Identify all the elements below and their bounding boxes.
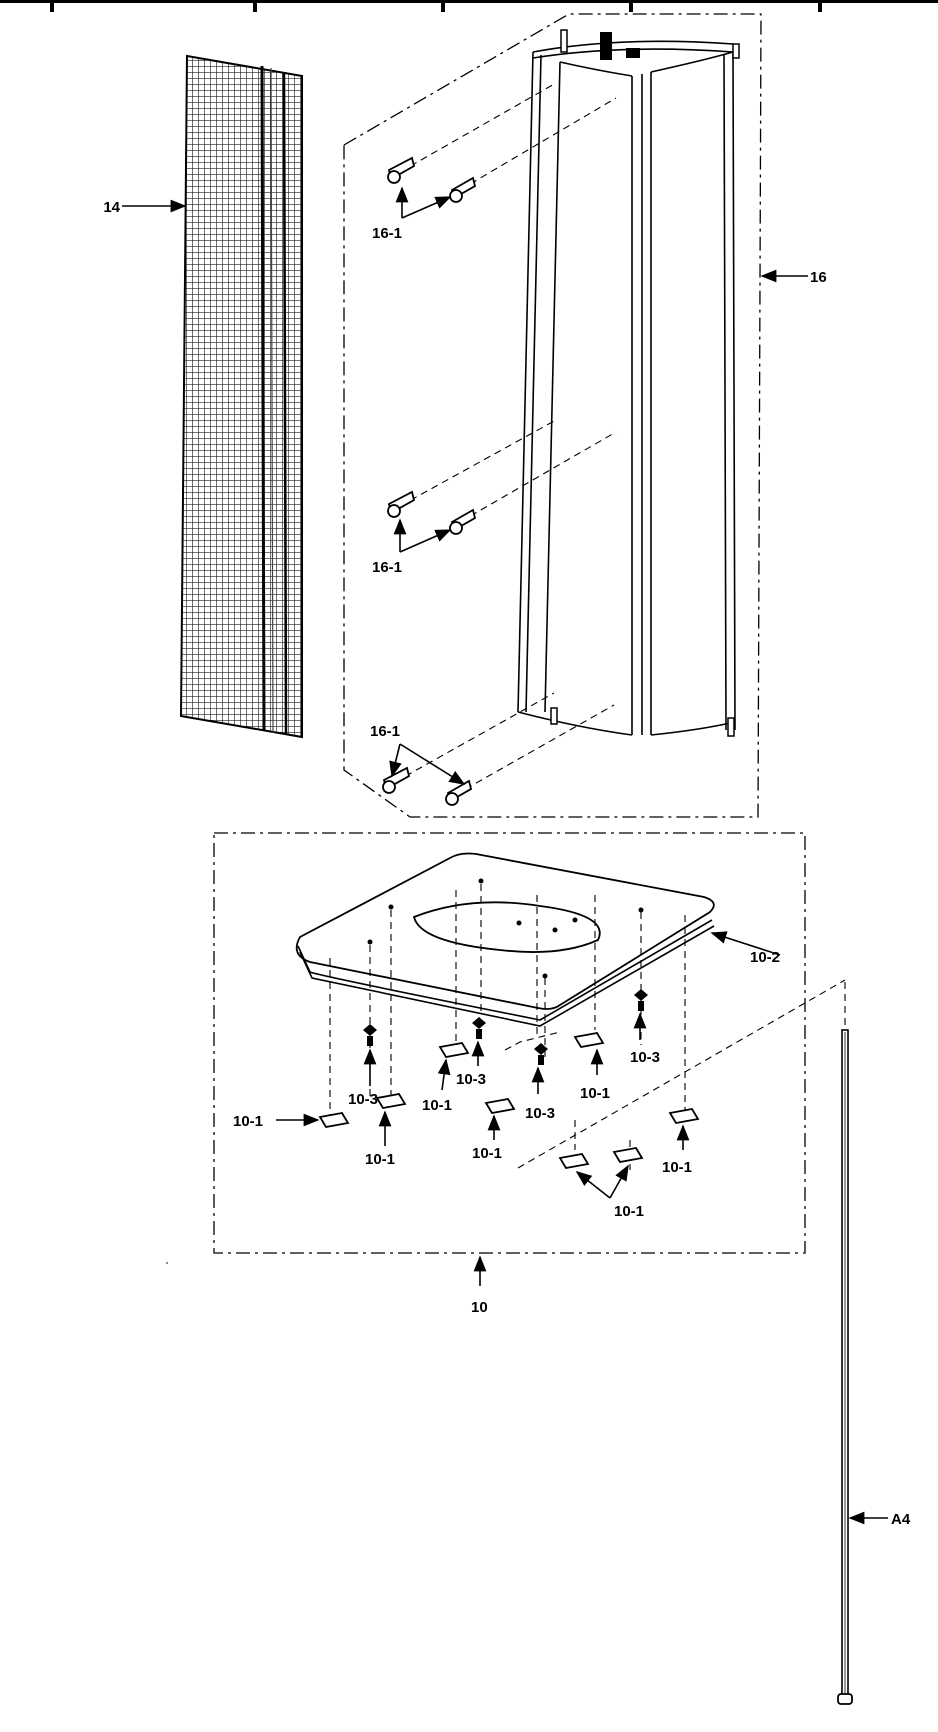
label-screw-mid: 16-1 [372, 559, 402, 576]
guide-line-b [517, 979, 846, 1169]
base-plate [295, 852, 715, 1027]
label-foot-b: 10-1 [365, 1151, 395, 1168]
label-base-assembly: 10 [471, 1299, 488, 1316]
label-filter: 14 [103, 199, 120, 216]
base-group-boundary [213, 832, 806, 1254]
label-screw-bottom: 16-1 [370, 723, 400, 740]
foot-pads [318, 1032, 700, 1169]
page-edge-ticks [0, 0, 938, 12]
screw-set-top [387, 82, 617, 203]
grommet-parts [363, 989, 648, 1065]
label-foot-c: 10-1 [422, 1097, 452, 1114]
cabinet-group-boundary [343, 13, 762, 818]
label-screw-top: 16-1 [372, 225, 402, 242]
filter-panel [179, 54, 303, 739]
label-grommet-b: 10-3 [456, 1071, 486, 1088]
label-base-plate: 10-2 [750, 949, 780, 966]
cabinet-column [517, 29, 740, 737]
screw-set-middle [387, 419, 617, 535]
label-grommet-a: 10-3 [348, 1091, 378, 1108]
label-grommet-d: 10-3 [630, 1049, 660, 1066]
label-rod: A4 [891, 1511, 911, 1528]
label-cabinet: 16 [810, 269, 827, 286]
label-foot-a: 10-1 [233, 1113, 263, 1130]
label-foot-d: 10-1 [472, 1145, 502, 1162]
label-grommet-c: 10-3 [525, 1105, 555, 1122]
label-foot-e: 10-1 [580, 1085, 610, 1102]
guide-line-a [504, 1031, 561, 1051]
label-foot-g: 10-1 [614, 1203, 644, 1220]
label-foot-f: 10-1 [662, 1159, 692, 1176]
support-rod [837, 982, 853, 1705]
screw-set-bottom [382, 692, 615, 806]
scan-artifact [166, 1262, 168, 1264]
